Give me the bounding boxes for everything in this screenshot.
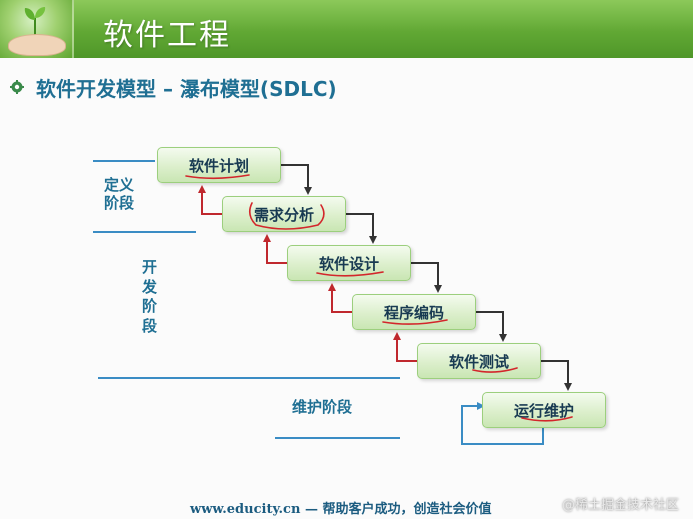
forward-arrow-4 (476, 311, 507, 342)
slide-subtitle: 软件开发模型 – 瀑布模型(SDLC) (36, 77, 337, 101)
step-operation-maintenance: 运行维护 (482, 392, 606, 428)
phase-divider-define-end (93, 231, 196, 233)
forward-arrow-3 (411, 262, 442, 293)
maintenance-loop-arrow (461, 402, 544, 445)
sprout-logo-icon (0, 0, 74, 58)
phase-label-define: 定义阶段 (104, 176, 135, 212)
step-coding: 程序编码 (352, 294, 476, 330)
forward-arrow-2 (346, 213, 377, 244)
step-software-testing: 软件测试 (417, 343, 541, 379)
step-software-design: 软件设计 (287, 245, 411, 281)
footer-slogan: www.educity.cn — 帮助客户成功，创造社会价值 (190, 502, 492, 517)
gear-bullet-icon (10, 80, 24, 94)
feedback-arrow-1 (198, 185, 222, 215)
phase-divider-bottom (275, 437, 400, 439)
header-bar: 软件工程 (0, 0, 693, 58)
watermark: @稀土掘金技术社区 (561, 498, 679, 513)
feedback-arrow-2 (263, 234, 287, 264)
page-title: 软件工程 (103, 18, 231, 53)
step-requirements-analysis: 需求分析 (222, 196, 346, 232)
phase-divider-top (93, 160, 155, 162)
feedback-arrow-3 (328, 283, 352, 313)
hand-icon (8, 34, 66, 56)
forward-arrow-5 (541, 360, 572, 391)
phase-label-develop: 开发阶段 (142, 258, 158, 335)
sprout-icon (24, 7, 46, 36)
forward-arrow-1 (281, 164, 312, 195)
step-software-plan: 软件计划 (157, 147, 281, 183)
phase-divider-dev-end (98, 377, 400, 379)
phase-label-maintain: 维护阶段 (292, 398, 353, 416)
feedback-arrow-4 (393, 332, 417, 362)
